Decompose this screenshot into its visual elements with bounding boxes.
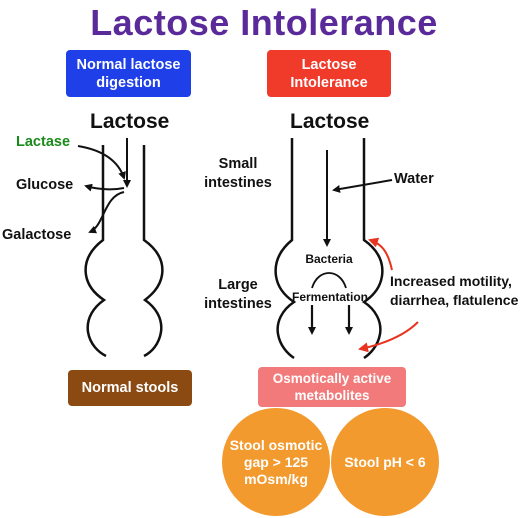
intolerance-intestine-right-wall — [361, 138, 384, 360]
fermentation-label: Fermentation — [291, 290, 368, 304]
galactose-arrow — [88, 191, 125, 234]
large-intestines-label: Large intestines — [204, 277, 272, 312]
glucose-label: Glucose — [16, 177, 74, 193]
lactase-label: Lactase — [16, 134, 71, 150]
intolerance-lactose-label: Lactose — [290, 110, 370, 133]
normal-intestine-left-wall — [84, 145, 107, 358]
water-arrow — [332, 179, 393, 193]
lactase-arrow — [77, 145, 126, 180]
normal-intestine-right-wall — [142, 145, 164, 358]
motility-effects-label: Increased motility, diarrhea, flatulence — [390, 273, 519, 308]
water-label: Water — [394, 171, 434, 187]
bacteria-label: Bacteria — [305, 252, 353, 266]
stool-ph-circle: Stool pH < 6 — [331, 408, 439, 516]
fermentation-arc — [311, 272, 347, 289]
red-arrow-bottom — [358, 321, 419, 353]
stool-osmotic-gap-circle: Stool osmotic gap > 125 mOsm/kg — [222, 408, 330, 516]
lactose-intolerance-header: Lactose Intolerance — [267, 50, 391, 97]
small-intestines-label: Small intestines — [204, 156, 272, 191]
normal-stools-box: Normal stools — [68, 370, 192, 406]
osmotic-metabolites-box: Osmotically active metabolites — [258, 367, 406, 407]
glucose-arrow — [84, 183, 125, 192]
intolerance-intestine-left-wall — [274, 138, 297, 360]
red-arrow-top — [368, 237, 393, 271]
galactose-label: Galactose — [2, 227, 72, 243]
page-title: Lactose Intolerance — [90, 2, 438, 43]
normal-digestion-header: Normal lactose digestion — [66, 50, 191, 97]
normal-lactose-label: Lactose — [90, 110, 170, 133]
